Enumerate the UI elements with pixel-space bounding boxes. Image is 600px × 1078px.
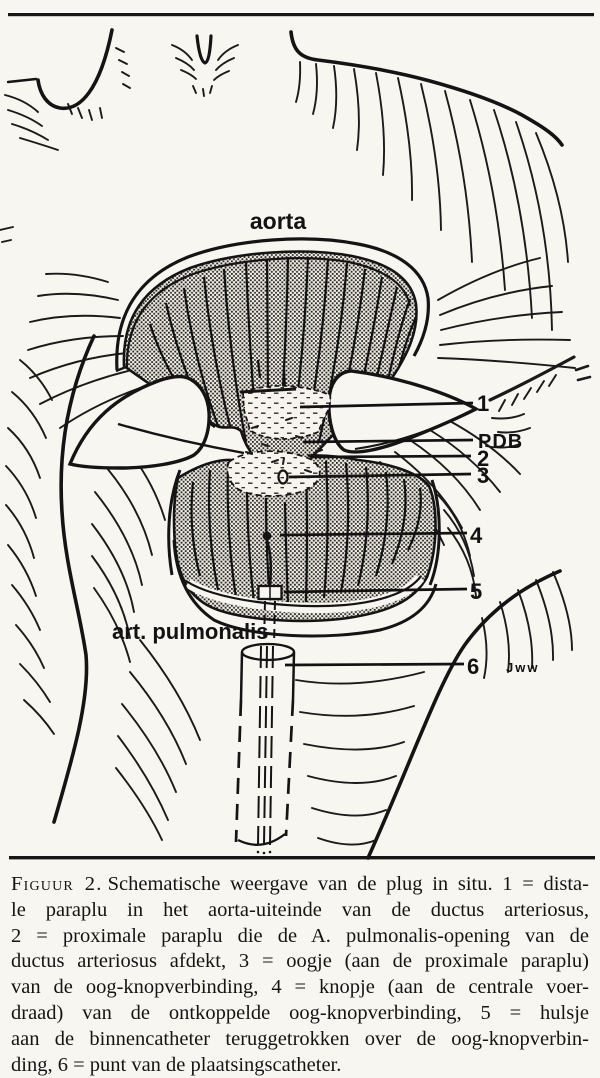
top-left-vessel-opening <box>36 28 114 111</box>
proximal-umbrella <box>226 450 321 497</box>
label-1: 1 <box>477 391 489 416</box>
label-aorta: aorta <box>250 208 306 234</box>
left-flap-fold <box>117 422 245 455</box>
right-flap-fold <box>354 409 473 450</box>
label-2: 2 <box>477 446 489 471</box>
caption-line-8: ding, 6 = punt van de plaatsingscatheter… <box>11 1053 342 1076</box>
placing-catheter-tip <box>240 642 296 662</box>
vessel-wall-flaps <box>67 369 480 470</box>
caption-line-3: 2 = proximale paraplu die de A. pulmonal… <box>11 924 589 947</box>
vessel-outlines <box>6 28 564 860</box>
label-3: 3 <box>477 463 489 488</box>
caption-line-7: aan de binnencatheter teruggetrokken ove… <box>11 1027 589 1050</box>
caption-line-5: van de oog-knopverbinding, 4 = knopje (a… <box>11 976 589 999</box>
label-pdb: PDB <box>478 431 523 453</box>
figure-caption: Figuur 2.Schematische weergave van de pl… <box>0 866 600 1078</box>
pulmonal-rim-outer <box>172 539 438 638</box>
leader-4 <box>279 531 468 537</box>
figure-2-illustration: aorta art. pulmonalis 1 PDB 2 3 4 5 6 Jw… <box>0 13 595 860</box>
left-flap <box>67 374 211 470</box>
horizontal-rules <box>8 13 595 860</box>
left-outer-wall <box>52 334 96 824</box>
caption-line-6: draad) van de ontkoppelde oog-knopverbin… <box>11 1001 589 1024</box>
leader-pdb <box>302 438 474 444</box>
leader-5 <box>283 587 468 594</box>
figure-number-label: Figuur 2. <box>11 873 103 895</box>
button-knob <box>262 531 272 541</box>
leader-6 <box>284 662 465 667</box>
eye-of-connection <box>277 469 289 485</box>
schematic-plug-in-situ: aorta art. pulmonalis 1 PDB 2 3 4 5 6 Jw… <box>0 13 595 860</box>
caption-line-4: ductus arteriosus afdekt, 3 = oogje (aan… <box>11 950 589 973</box>
leader-3 <box>288 472 472 479</box>
top-middle-vessel-opening <box>195 34 213 65</box>
caption-line-2: le paraplu in het aorta-uiteinde van de … <box>11 898 589 921</box>
central-guidewire <box>265 539 273 587</box>
leader-2 <box>309 454 472 459</box>
label-6: 6 <box>467 654 479 679</box>
callout-leader-lines <box>279 401 474 667</box>
caption-line-1: Schematische weergave van de plug in sit… <box>107 873 589 895</box>
label-5: 5 <box>470 579 482 604</box>
aorta-rim-outer <box>115 237 430 371</box>
aorta-rim-inner-line <box>125 257 412 369</box>
pulmonary-trunk-wall <box>366 569 562 860</box>
aortic-arch-outer-wall <box>289 30 564 147</box>
distal-umbrella <box>242 385 332 440</box>
label-4: 4 <box>470 523 483 548</box>
leader-1 <box>299 401 474 409</box>
label-art-pulmonalis: art. pulmonalis <box>112 619 268 644</box>
plug-assembly <box>226 385 332 855</box>
figure-labels: aorta art. pulmonalis 1 PDB 2 3 4 5 6 Jw… <box>112 208 539 679</box>
artist-signature: Jww <box>506 660 539 675</box>
